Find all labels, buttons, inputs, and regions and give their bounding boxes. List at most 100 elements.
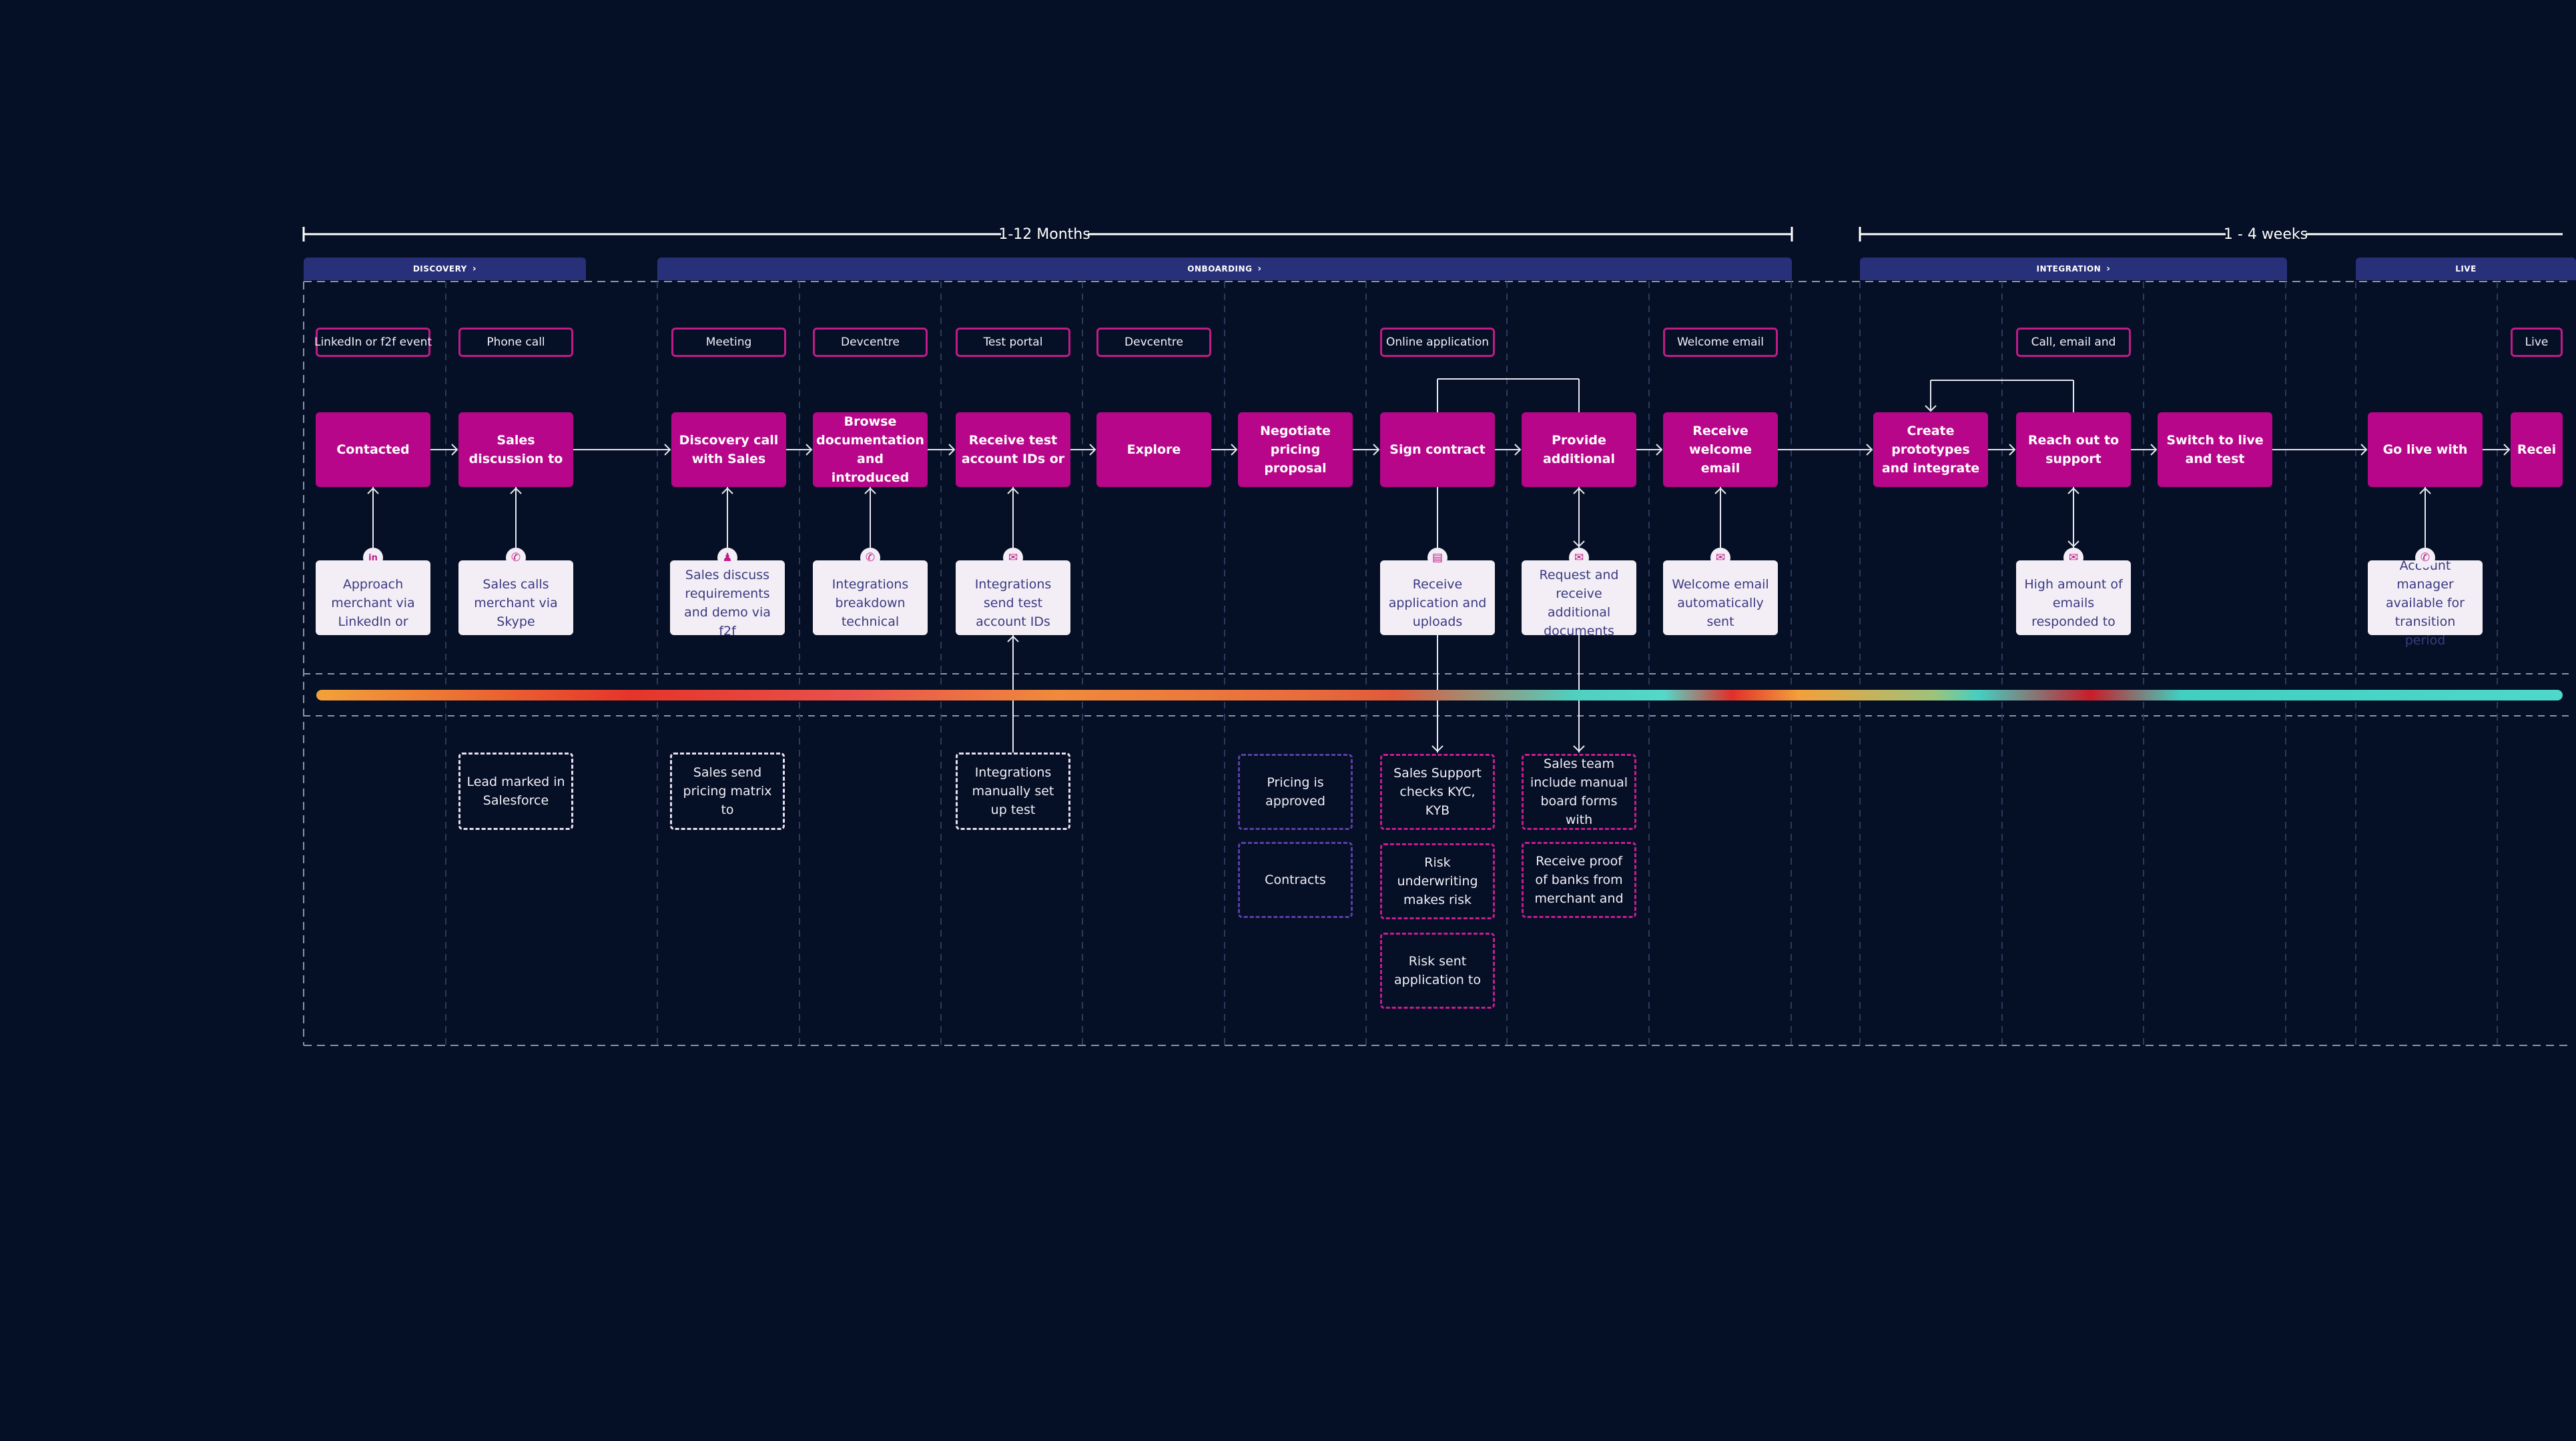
journey-step[interactable]: Receive welcome email: [1663, 412, 1778, 487]
mail-icon: ✉: [1003, 548, 1023, 568]
phase-label: ONBOARDING: [1187, 264, 1253, 274]
journey-step[interactable]: Recei: [2511, 412, 2563, 487]
touchpoint-card: Account manager available for transition…: [2368, 558, 2483, 648]
backstage-card: Receive proof of banks from merchant and: [1522, 842, 1636, 918]
linkedin-icon: in: [363, 548, 383, 568]
touchpoint-arrow-head: [864, 487, 876, 494]
mail-icon: ✉: [2063, 548, 2083, 568]
chevron-right-icon: ›: [472, 264, 477, 274]
flow-arrow-head: [1514, 444, 1522, 456]
phase-label: INTEGRATION: [2036, 264, 2102, 274]
phase-header-onboarding[interactable]: ONBOARDING ›: [657, 258, 1792, 280]
flow-arrow-head: [1089, 444, 1096, 456]
phone-icon: ✆: [506, 548, 526, 568]
people-icon: ♟: [717, 548, 737, 568]
channel-tag: Meeting: [671, 328, 786, 357]
journey-step[interactable]: Explore: [1096, 412, 1211, 487]
touchpoint-card: Integrations send test account IDs: [956, 560, 1070, 635]
flow-arrow-head: [806, 444, 813, 456]
backstage-arrow-head: [1573, 745, 1585, 753]
flow-arrow-head: [1656, 444, 1663, 456]
mail-icon: ✉: [1569, 548, 1589, 568]
touchpoint-card: Welcome email automatically sent: [1663, 560, 1778, 635]
backstage-card: Contracts: [1238, 842, 1353, 918]
channel-tag: Devcentre: [813, 328, 928, 357]
document-icon: ▤: [1427, 548, 1447, 568]
flow-arrow-head: [2150, 444, 2158, 456]
channel-tag: Devcentre: [1096, 328, 1211, 357]
phase-header-integration[interactable]: INTEGRATION ›: [1860, 258, 2287, 280]
journey-step[interactable]: Discovery call with Sales: [671, 412, 786, 487]
backstage-card: Risk underwriting makes risk: [1380, 843, 1495, 919]
journey-step[interactable]: Create prototypes and integrate: [1873, 412, 1988, 487]
touchpoint-card: Request and receive additional documents: [1522, 560, 1636, 638]
mail-icon: ✉: [1710, 548, 1730, 568]
touchpoint-card: High amount of emails responded to: [2016, 560, 2131, 635]
journey-step[interactable]: Browse documentation and introduced: [813, 412, 928, 487]
backstage-card: Sales team include manual board forms wi…: [1522, 754, 1636, 830]
touchpoint-arrow-head: [2419, 487, 2431, 494]
backstage-card: Sales Support checks KYC, KYB: [1380, 754, 1495, 830]
backstage-card: Sales send pricing matrix to: [670, 753, 785, 830]
touchpoint-arrow-head: [721, 487, 733, 494]
journey-step[interactable]: Switch to live and test: [2158, 412, 2272, 487]
flow-arrow-head: [664, 444, 671, 456]
backstage-arrow-head: [1431, 745, 1443, 753]
flow-arrow-head: [451, 444, 458, 456]
journey-step[interactable]: Receive test account IDs or: [956, 412, 1070, 487]
touchpoint-arrow-head: [2067, 540, 2079, 548]
channel-tag: Test portal: [956, 328, 1070, 357]
flow-arrow-head: [1373, 444, 1380, 456]
touchpoint-arrow-head: [1007, 487, 1019, 494]
touchpoint-card: Sales discuss requirements and demo via …: [670, 560, 785, 638]
chevron-right-icon: ›: [1257, 264, 1262, 274]
duration-label: 1-12 Months: [998, 223, 1090, 245]
backstage-card: Pricing is approved: [1238, 754, 1353, 830]
phone-icon: ✆: [2415, 548, 2435, 568]
channel-tag: Live: [2511, 328, 2563, 357]
touchpoint-arrow-head: [510, 487, 522, 494]
touchpoint-card: Integrations breakdown technical: [813, 560, 928, 635]
flow-arrow-head: [2503, 444, 2511, 456]
backstage-card: Lead marked in Salesforce: [458, 753, 573, 830]
channel-tag: Phone call: [458, 328, 573, 357]
flow-arrow-head: [948, 444, 956, 456]
touchpoint-arrow-head: [367, 487, 379, 494]
chevron-right-icon: ›: [2106, 264, 2111, 274]
flow-arrow-head: [1231, 444, 1238, 456]
touchpoint-arrow-head: [1573, 540, 1585, 548]
journey-step[interactable]: Go live with: [2368, 412, 2483, 487]
channel-tag: Welcome email: [1663, 328, 1778, 357]
touchpoint-card: Sales calls merchant via Skype: [458, 560, 573, 635]
phone-icon: ✆: [860, 548, 880, 568]
touchpoint-arrow-head: [2067, 487, 2079, 494]
sentiment-gradient-bar: [316, 690, 2563, 700]
backstage-card: Risk sent application to: [1380, 933, 1495, 1009]
channel-tag: Online application: [1380, 328, 1495, 357]
touchpoint-card: Receive application and uploads: [1380, 560, 1495, 635]
journey-step[interactable]: Sign contract: [1380, 412, 1495, 487]
flow-arrow-head: [1866, 444, 1873, 456]
phase-label: DISCOVERY: [412, 264, 467, 274]
phase-label: LIVE: [2455, 264, 2477, 274]
backstage-card: Integrations manually set up test: [956, 753, 1070, 830]
loop-arrow-head: [1925, 405, 1937, 412]
backstage-arrow-head: [1007, 635, 1019, 642]
phase-header-live[interactable]: LIVE: [2356, 258, 2576, 280]
touchpoint-arrow-head: [1573, 487, 1585, 494]
journey-step[interactable]: Provide additional: [1522, 412, 1636, 487]
journey-step[interactable]: Sales discussion to: [458, 412, 573, 487]
touchpoint-arrow-head: [1714, 487, 1726, 494]
flow-arrow-head: [2009, 444, 2016, 456]
journey-step[interactable]: Contacted: [316, 412, 430, 487]
flow-arrow-head: [2360, 444, 2368, 456]
journey-step[interactable]: Negotiate pricing proposal: [1238, 412, 1353, 487]
journey-step[interactable]: Reach out to support: [2016, 412, 2131, 487]
channel-tag: Call, email and: [2016, 328, 2131, 357]
phase-header-discovery[interactable]: DISCOVERY ›: [304, 258, 586, 280]
channel-tag: LinkedIn or f2f event: [314, 328, 432, 357]
touchpoint-card: Approach merchant via LinkedIn or: [316, 560, 430, 635]
duration-label: 1 - 4 weeks: [2224, 223, 2308, 245]
